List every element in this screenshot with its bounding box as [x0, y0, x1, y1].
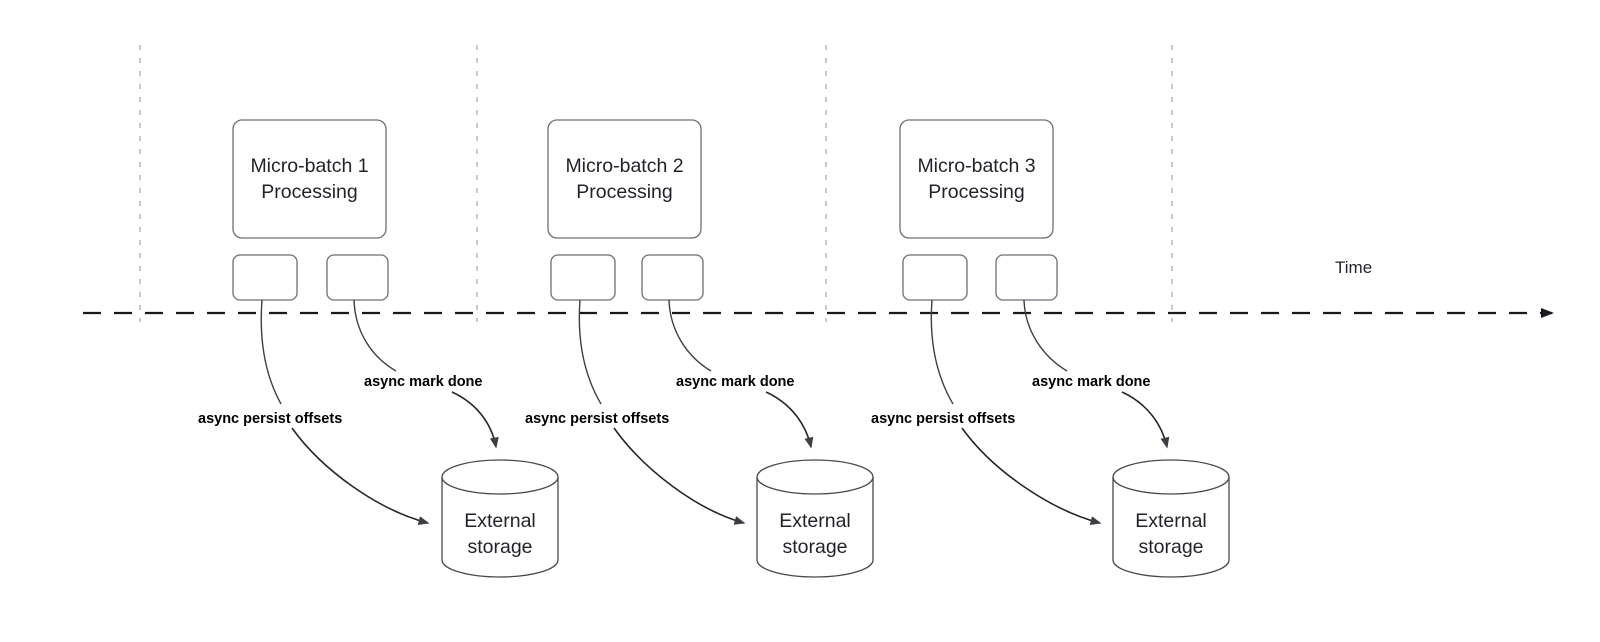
- edge-persist-3-upper: [930, 299, 954, 405]
- time-axis-label: Time: [1335, 258, 1372, 277]
- task-box-mark-1[interactable]: [326, 254, 389, 301]
- task-box-mark-2[interactable]: [641, 254, 704, 301]
- micro-batch-3-label-line2: Processing: [928, 181, 1024, 203]
- edge-persist-2-lower: [613, 427, 746, 525]
- external-storage-1-label-line2: storage: [467, 536, 532, 558]
- edge-label-async-mark-done-1: async mark done: [364, 374, 482, 390]
- external-storage-2-label-line2: storage: [782, 536, 847, 558]
- micro-batch-1-box[interactable]: [232, 119, 387, 239]
- micro-batch-group-2: Micro-batch 2 Processing External storag…: [525, 119, 874, 578]
- edge-label-async-mark-done-2: async mark done: [676, 374, 794, 390]
- micro-batch-1-label-line1: Micro-batch 1: [250, 155, 368, 177]
- edge-persist-3-lower: [961, 427, 1102, 525]
- edge-mark-1-lower: [451, 391, 499, 449]
- edge-persist-1-upper: [260, 299, 282, 405]
- external-storage-1-label-line1: External: [464, 510, 536, 532]
- external-storage-3-label-line2: storage: [1138, 536, 1203, 558]
- external-storage-3[interactable]: External storage: [1112, 459, 1230, 578]
- edge-mark-3-upper: [1023, 299, 1068, 372]
- edge-mark-3-lower: [1121, 391, 1170, 449]
- micro-batch-3-label-line1: Micro-batch 3: [917, 155, 1035, 177]
- task-box-persist-1[interactable]: [232, 254, 298, 301]
- edge-mark-2-upper: [668, 299, 712, 372]
- external-storage-1[interactable]: External storage: [441, 459, 559, 578]
- micro-batch-1-label-line2: Processing: [261, 181, 357, 203]
- micro-batch-group-3: Micro-batch 3 Processing External storag…: [871, 119, 1230, 578]
- edge-mark-1-upper: [353, 299, 397, 372]
- external-storage-2[interactable]: External storage: [756, 459, 874, 578]
- micro-batch-3-box[interactable]: [899, 119, 1054, 239]
- task-box-persist-2[interactable]: [550, 254, 616, 301]
- edge-label-async-persist-offsets-3: async persist offsets: [871, 411, 1015, 427]
- edge-persist-1-lower: [291, 427, 430, 525]
- external-storage-2-label-line1: External: [779, 510, 851, 532]
- edge-persist-2-upper: [578, 299, 602, 405]
- edge-mark-2-lower: [765, 391, 814, 449]
- task-box-persist-3[interactable]: [902, 254, 968, 301]
- time-axis: Time: [83, 258, 1554, 318]
- micro-batch-2-label-line1: Micro-batch 2: [565, 155, 683, 177]
- micro-batch-2-box[interactable]: [547, 119, 702, 239]
- edge-label-async-persist-offsets-2: async persist offsets: [525, 411, 669, 427]
- external-storage-3-label-line1: External: [1135, 510, 1207, 532]
- micro-batch-group-1: Micro-batch 1 Processing External storag…: [198, 119, 559, 578]
- edge-label-async-mark-done-3: async mark done: [1032, 374, 1150, 390]
- task-box-mark-3[interactable]: [995, 254, 1058, 301]
- micro-batch-2-label-line2: Processing: [576, 181, 672, 203]
- edge-label-async-persist-offsets-1: async persist offsets: [198, 411, 342, 427]
